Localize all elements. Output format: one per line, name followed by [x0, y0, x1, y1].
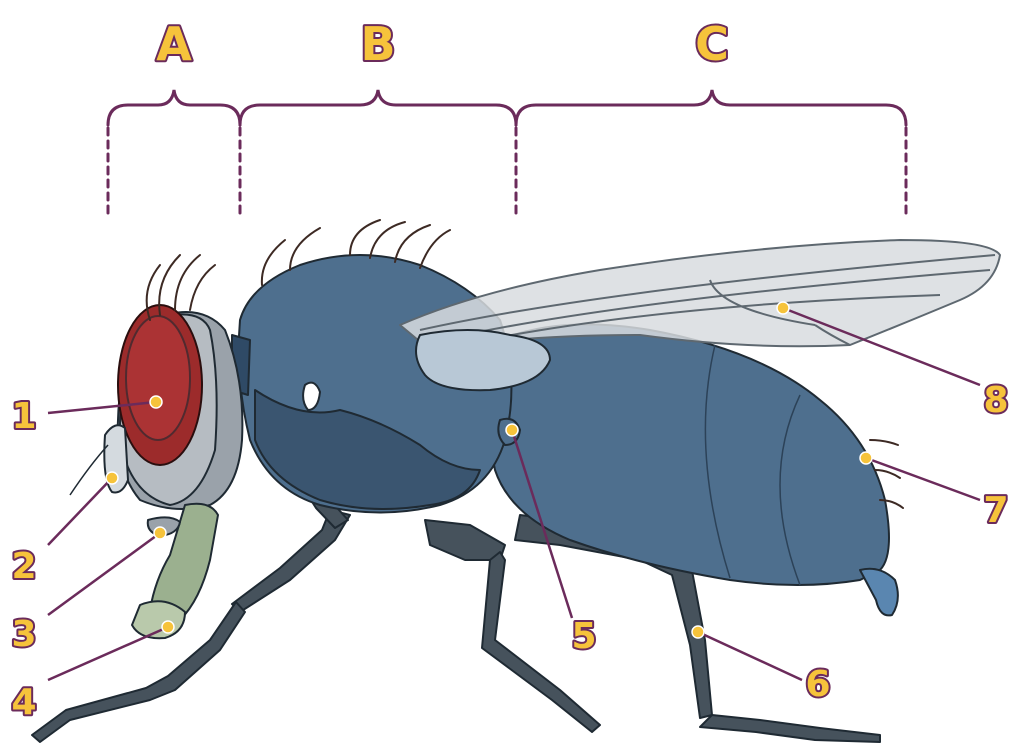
callout-dot-5 [506, 424, 518, 436]
bracket-a [108, 90, 240, 125]
callout-label-7: 7 [983, 490, 1008, 531]
region-label-b: B [360, 17, 395, 71]
fly-illustration [32, 240, 1000, 742]
region-label-c: C [695, 17, 729, 71]
bracket-b [240, 90, 516, 125]
callout-dot-2 [106, 472, 118, 484]
callout-label-4: 4 [11, 682, 36, 723]
callout-dot-7 [860, 452, 872, 464]
callout-label-3: 3 [11, 614, 36, 655]
callout-label-6: 6 [805, 664, 830, 705]
abdomen-tip [860, 569, 898, 616]
callout-dot-6 [692, 626, 704, 638]
callout-label-2: 2 [11, 546, 36, 587]
region-dividers [108, 128, 906, 218]
region-brackets [108, 90, 906, 218]
callout-label-1: 1 [11, 396, 36, 437]
callout-dot-8 [777, 302, 789, 314]
callout-dot-4 [162, 621, 174, 633]
callout-dot-3 [154, 527, 166, 539]
region-label-a: A [156, 17, 192, 71]
callout-dot-1 [150, 396, 162, 408]
bracket-c [516, 90, 906, 125]
callout-label-8: 8 [983, 380, 1008, 421]
callout-label-5: 5 [571, 616, 596, 657]
